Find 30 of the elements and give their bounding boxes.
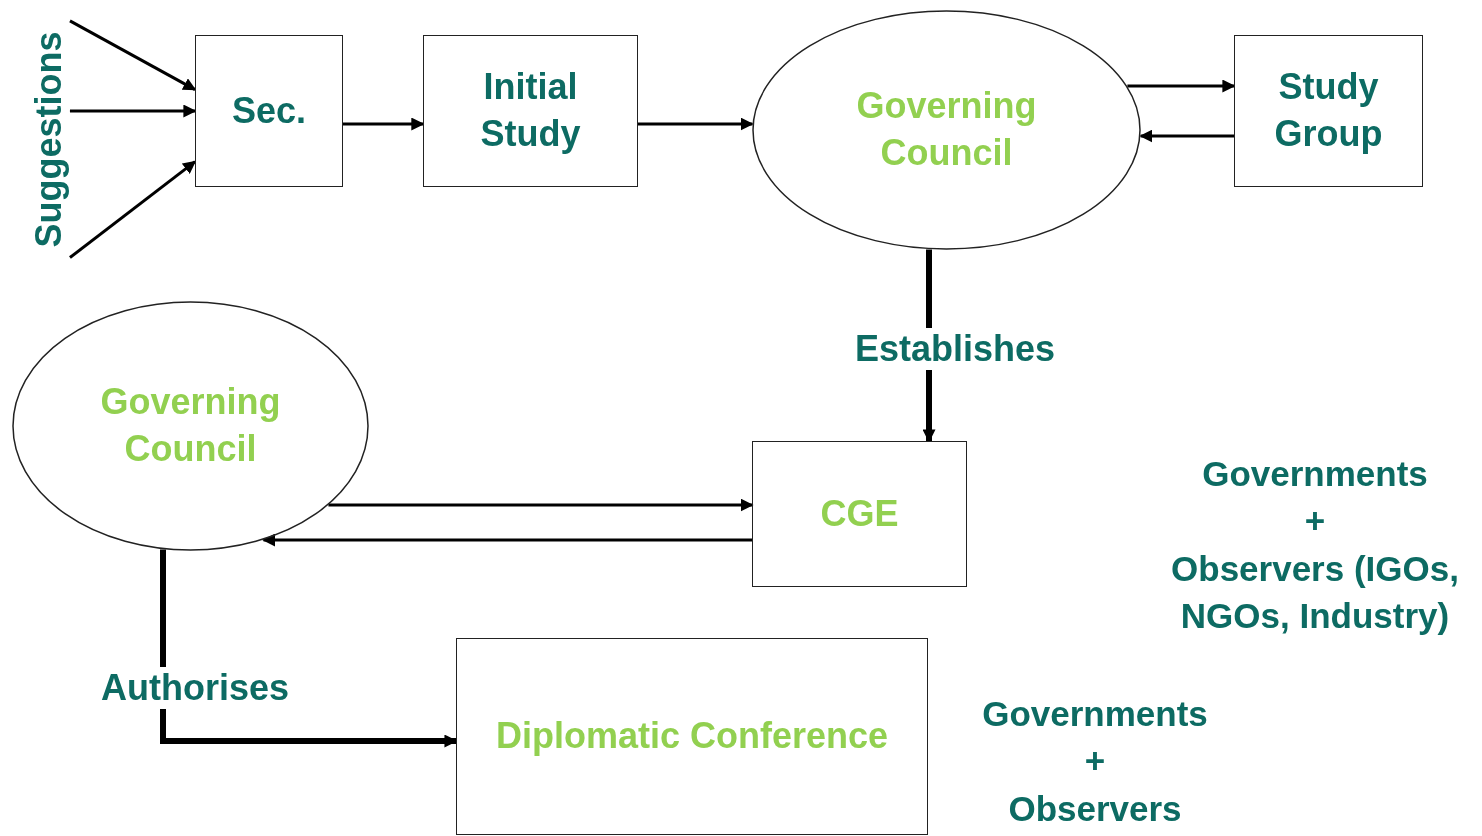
participants-note: + [1304,500,1326,543]
participants-note: Governments [1202,453,1428,495]
arrow [69,19,197,91]
node-label: Diplomatic Conference [495,714,889,759]
process-box [752,441,967,587]
arrow [328,498,754,512]
participants-note: Observers [1008,787,1182,830]
arrow [69,104,197,118]
arrow [262,533,752,547]
node-label: Governing Council [855,84,1038,175]
participants-note: + [1084,740,1106,783]
node-label: Governing Council [99,380,282,471]
arrow [69,160,197,259]
edge-label: Authorises [99,667,291,709]
arrow [638,117,754,131]
process-box [1234,35,1423,187]
arrow [1127,79,1236,93]
process-box [456,638,928,835]
arrow [1139,129,1234,143]
node-label: Study Group [1273,65,1384,156]
arrow [160,549,458,748]
node-label: CGE [820,491,899,536]
participants-note: Observers (IGOs, NGOs, Industry) [1170,547,1460,637]
node-label: Initial Study [479,65,582,156]
arrow [343,117,425,131]
vertical-label: Suggestions [26,31,70,247]
node-label: Sec. [231,88,307,133]
process-box [195,35,343,187]
participants-note: Governments [982,693,1208,735]
process-box [423,35,638,187]
